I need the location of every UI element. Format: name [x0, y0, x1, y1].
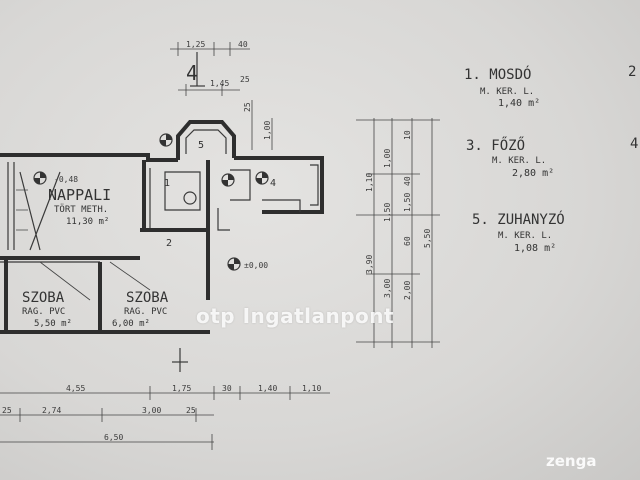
room-szoba-2: SZOBA RAG. PVC 6,00 m² [112, 290, 169, 329]
dim-bottom-6: 25 [2, 406, 12, 415]
dim-bottom-9: 25 [186, 406, 196, 415]
otp-watermark-text: otp Ingatlanpont [196, 304, 395, 328]
dim-top-1: 1,25 [186, 40, 205, 49]
room-szoba1-floor: RAG. PVC [22, 307, 65, 317]
legend-3-sub: M. KER. L. [492, 156, 546, 166]
level-corridor: ±0,00 [244, 261, 268, 270]
dim-right-10: 2,00 [403, 281, 412, 300]
dim-bottom-5: 1,10 [302, 384, 321, 393]
dim-right-4: 3,00 [383, 279, 392, 298]
dim-right-7: 10 [403, 130, 412, 140]
zenga-watermark-text: zenga [546, 452, 597, 470]
dim-right-9: 60 [403, 236, 412, 246]
legend-3-title: 3. FŐZŐ [466, 136, 525, 154]
room-number-1: 1 [164, 178, 170, 189]
room-szoba1-area: 5,50 m² [34, 319, 72, 329]
dim-top-6: 1,00 [263, 121, 272, 140]
room-number-2: 2 [166, 238, 172, 249]
level-markers: -0,48 ±0,00 [33, 133, 269, 271]
room-szoba-1: SZOBA RAG. PVC 5,50 m² [22, 290, 72, 329]
room-number-4: 4 [270, 178, 276, 189]
legend-4-partial: 4 [630, 136, 638, 152]
legend-1-title: 1. MOSDÓ [464, 65, 531, 83]
dim-right-6: 1,00 [383, 149, 392, 168]
dim-bottom-2: 1,75 [172, 384, 191, 393]
legend-3-area: 2,80 m² [512, 168, 554, 179]
room-nappali-name: NAPPALI [48, 186, 111, 204]
room-szoba2-name: SZOBA [126, 290, 169, 306]
section-marker-label: 4 [186, 61, 198, 85]
room-szoba2-area: 6,00 m² [112, 319, 150, 329]
dim-bottom-1: 4,55 [66, 384, 85, 393]
legend-1-sub: M. KER. L. [480, 87, 534, 97]
section-marker-bottom [172, 348, 188, 372]
room-szoba2-floor: RAG. PVC [124, 307, 167, 317]
zenga-watermark: zenga [546, 452, 596, 470]
dim-right-3: 3,90 [365, 255, 374, 274]
dim-top-2: 40 [238, 40, 248, 49]
dim-right-8: 40 [403, 176, 412, 186]
room-nappali: NAPPALI TÖRT METH. 11,30 m² [48, 186, 111, 227]
dim-right-2: 1,50 [383, 203, 392, 222]
walls [0, 120, 324, 334]
bottom-dimensions: 4,55 1,75 30 1,40 1,10 25 2,74 3,00 25 6… [0, 384, 330, 450]
legend-5-title: 5. ZUHANYZÓ [472, 210, 565, 228]
dim-top-3: 1,45 [210, 79, 229, 88]
dim-bottom-7: 2,74 [42, 406, 61, 415]
legend-5-area: 1,08 m² [514, 243, 556, 254]
room-number-5: 5 [198, 140, 204, 151]
room-legend: 1. MOSDÓ M. KER. L. 1,40 m² 3. FŐZŐ M. K… [464, 64, 638, 254]
room-nappali-area: 11,30 m² [66, 217, 109, 227]
room-numbers: 5 1 2 4 [164, 140, 276, 249]
otp-watermark: otp Ingatlanpont [196, 304, 394, 328]
legend-1-area: 1,40 m² [498, 98, 540, 109]
level-nappali: -0,48 [54, 175, 78, 184]
dim-bottom-8: 3,00 [142, 406, 161, 415]
dim-right-1: 1,10 [365, 173, 374, 192]
legend-2-partial: 2 [628, 64, 636, 80]
dim-right-5: 5,50 [423, 229, 432, 248]
dim-bottom-10: 6,50 [104, 433, 123, 442]
section-marker-top: 4 [186, 52, 205, 87]
dim-bottom-4: 1,40 [258, 384, 277, 393]
room-nappali-floor: TÖRT METH. [54, 204, 108, 215]
legend-5-sub: M. KER. L. [498, 231, 552, 241]
dim-right-11: 1,50 [403, 193, 412, 212]
right-dimensions: 1,10 1,50 3,90 3,00 5,50 1,00 10 40 60 2… [356, 118, 440, 348]
room-szoba1-name: SZOBA [22, 290, 65, 306]
top-dimensions: 1,25 40 1,45 25 25 1,00 [170, 40, 273, 150]
dim-top-5: 25 [243, 102, 252, 112]
dim-top-4: 25 [240, 75, 250, 84]
dim-bottom-3: 30 [222, 384, 232, 393]
